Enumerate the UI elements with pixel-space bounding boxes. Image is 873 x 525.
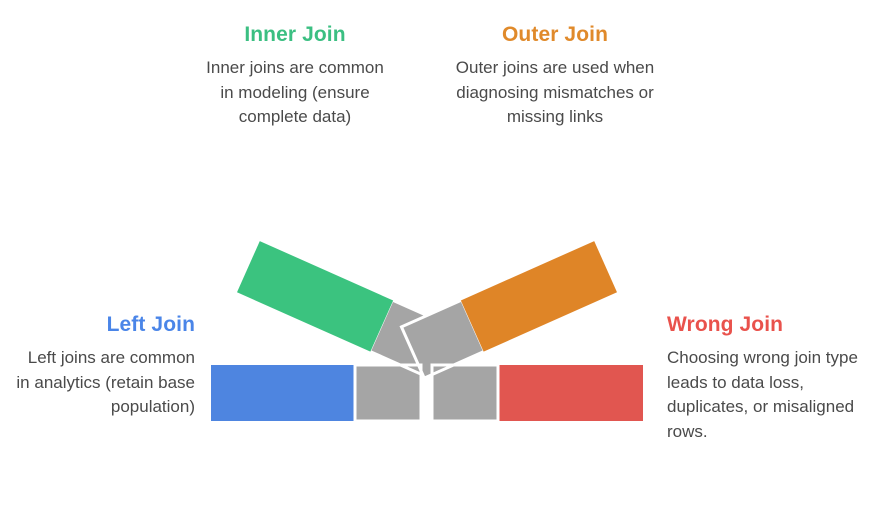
label-block-inner-join: Inner Join Inner joins are common in mod… — [205, 22, 385, 130]
inner-join-description: Inner joins are common in modeling (ensu… — [206, 58, 384, 127]
arm-inner-tip — [237, 241, 394, 352]
wrong-join-description: Choosing wrong join type leads to data l… — [667, 348, 858, 442]
arm-outer-join — [399, 241, 617, 381]
arm-outer-tip — [460, 241, 617, 352]
arm-wrong-tail — [430, 363, 500, 423]
left-join-description: Left joins are common in analytics (reta… — [16, 348, 195, 417]
left-join-title: Left Join — [106, 313, 195, 336]
hub-seams — [353, 363, 500, 423]
seam-left-tail — [353, 363, 423, 423]
wrong-join-title: Wrong Join — [667, 313, 784, 336]
seam-wrong-tail — [430, 363, 500, 423]
arm-left-tail — [353, 363, 423, 423]
arm-wrong-tip — [498, 365, 643, 421]
inner-join-title: Inner Join — [244, 23, 346, 46]
arm-wrong-join — [430, 363, 643, 423]
arm-left-join — [211, 363, 423, 423]
label-block-wrong-join: Wrong Join Choosing wrong join type lead… — [667, 312, 867, 445]
outer-join-description: Outer joins are used when diagnosing mis… — [455, 58, 655, 127]
label-block-left-join: Left Join Left joins are common in analy… — [10, 312, 195, 420]
arm-left-tip — [211, 365, 356, 421]
outer-join-title: Outer Join — [501, 23, 608, 46]
label-block-outer-join: Outer Join Outer joins are used when dia… — [455, 22, 655, 130]
